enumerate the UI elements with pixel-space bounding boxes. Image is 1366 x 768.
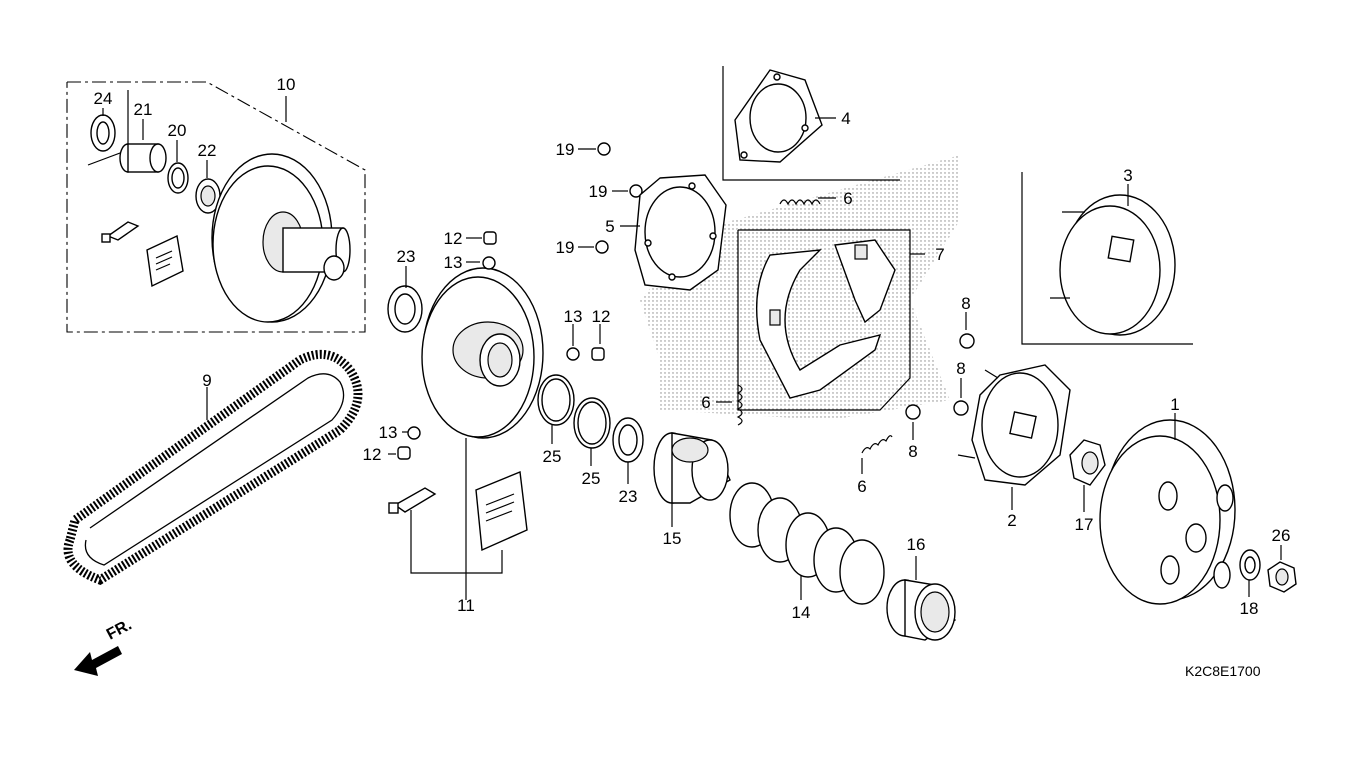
bush-8-b	[953, 400, 969, 416]
callout-19-top: 19	[556, 140, 575, 159]
clutch-plate-5	[634, 174, 727, 291]
callout-2: 2	[1007, 511, 1016, 530]
callout-17: 17	[1075, 515, 1094, 534]
roller-13-mid	[566, 347, 580, 361]
spring-6-top	[779, 199, 821, 206]
clutch-outer-1	[1099, 419, 1236, 605]
callout-6-top: 6	[843, 189, 852, 208]
callout-8-a: 8	[961, 294, 970, 313]
bush-8-a	[959, 333, 975, 349]
callout-6-low: 6	[857, 477, 866, 496]
gasket-4	[734, 69, 823, 163]
callout-6-mid: 6	[701, 393, 710, 412]
clutch-shading	[640, 155, 960, 420]
callout-19-mid: 19	[589, 182, 608, 201]
pin-12-top	[483, 231, 497, 245]
callout-10: 10	[277, 75, 296, 94]
spring-seat-15	[653, 432, 731, 504]
nut-26	[1267, 561, 1297, 593]
callout-24: 24	[94, 89, 113, 108]
washer-18	[1239, 549, 1261, 581]
grease-tube-11	[388, 487, 437, 514]
callout-19-low: 19	[556, 238, 575, 257]
callout-23-top: 23	[397, 247, 416, 266]
oil-seal-24	[90, 114, 116, 152]
grease-tube-10	[101, 221, 140, 243]
bush-8-c	[905, 404, 921, 420]
clutch-shoe-7	[756, 239, 896, 399]
callout-8-c: 8	[908, 442, 917, 461]
callout-8-b: 8	[956, 359, 965, 378]
spring-6-low	[861, 435, 893, 454]
callout-12-mid: 12	[592, 307, 611, 326]
callout-25-left: 25	[543, 447, 562, 466]
oil-seal-23-top	[387, 285, 423, 333]
callout-3: 3	[1123, 166, 1132, 185]
pin-12-low	[397, 446, 411, 460]
collar-16	[886, 579, 956, 641]
callout-5: 5	[605, 217, 614, 236]
o-ring-25-right	[573, 397, 611, 449]
callout-21: 21	[134, 100, 153, 119]
clip-19-top	[597, 142, 611, 156]
callout-13-low: 13	[379, 423, 398, 442]
grease-label-11	[475, 471, 528, 552]
o-ring-25-left	[537, 374, 575, 426]
callout-25-right: 25	[582, 469, 601, 488]
diagram-code: K2C8E1700	[1185, 663, 1261, 679]
callout-16: 16	[907, 535, 926, 554]
callout-14: 14	[792, 603, 811, 622]
clip-19-mid	[629, 184, 643, 198]
drive-belt-9	[63, 349, 363, 585]
direction-label: FR.	[104, 616, 135, 643]
drive-spring-14	[729, 482, 885, 605]
clip-19-low	[595, 240, 609, 254]
callout-9: 9	[202, 371, 211, 390]
callout-23-low: 23	[619, 487, 638, 506]
roller-13-low	[407, 426, 421, 440]
drive-plate-3	[1050, 194, 1176, 336]
grease-label-10	[146, 234, 184, 288]
group-4-frame	[722, 66, 900, 181]
callout-1: 1	[1170, 395, 1179, 414]
movable-drive-face-10	[211, 153, 351, 323]
roller-13-top	[482, 256, 496, 270]
callout-26: 26	[1272, 526, 1291, 545]
spring-6-mid	[736, 384, 743, 426]
callout-12-top: 12	[444, 229, 463, 248]
needle-bearing-21	[119, 143, 167, 173]
pin-12-mid	[591, 347, 605, 361]
callout-13-top: 13	[444, 253, 463, 272]
drive-plate-2	[957, 364, 1071, 486]
nut-17	[1069, 439, 1106, 486]
callout-12-low: 12	[363, 445, 382, 464]
callout-11: 11	[457, 596, 475, 615]
callout-18: 18	[1240, 599, 1259, 618]
group-10-frame	[66, 81, 366, 333]
bearing-22	[195, 178, 221, 214]
circlip-20	[167, 162, 189, 194]
callout-15: 15	[663, 529, 682, 548]
oil-seal-23-low	[612, 417, 644, 463]
callout-20: 20	[168, 121, 187, 140]
group-3-frame	[1021, 172, 1193, 345]
driven-face-11	[421, 267, 544, 439]
callout-22: 22	[198, 141, 217, 160]
callout-4: 4	[841, 109, 850, 128]
group-7-frame	[737, 229, 911, 411]
callout-7: 7	[935, 245, 944, 264]
front-direction-arrow	[74, 646, 122, 676]
callout-13-mid: 13	[564, 307, 583, 326]
